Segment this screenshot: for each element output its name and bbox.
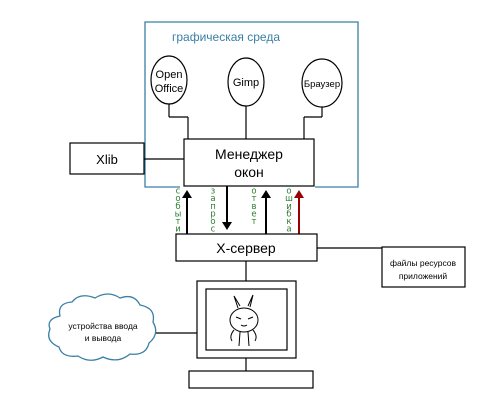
io-devices-label-2: и вывода (85, 333, 122, 343)
app-openoffice-label-1: Open (156, 69, 183, 81)
resource-files-label-1: файлы ресурсов (390, 258, 457, 268)
xlib-label: Xlib (96, 152, 118, 167)
app-openoffice: Open Office (150, 55, 188, 105)
x-server-box: X-сервер (175, 233, 318, 262)
xlib-box: Xlib (69, 142, 145, 175)
resource-files-box: файлы ресурсов приложений (381, 246, 466, 288)
graphical-environment-label: графическая среда (172, 30, 280, 44)
window-manager-label-1: Менеджер (215, 146, 283, 162)
app-browser: Браузер (301, 58, 343, 108)
app-gimp-label: Gimp (233, 77, 259, 89)
x-server-label: X-сервер (216, 240, 276, 256)
window-manager-box: Менеджер окон (183, 138, 315, 187)
io-devices-label-1: устройства ввода (68, 321, 138, 331)
window-manager-label-2: окон (234, 164, 264, 180)
io-devices-cloud: устройства ввода и вывода (48, 293, 157, 361)
graphical-environment-frame (144, 21, 359, 188)
app-browser-label: Браузер (304, 79, 340, 90)
app-gimp: Gimp (227, 57, 265, 107)
resource-files-label-2: приложений (399, 271, 448, 281)
cartoon-character-icon (229, 294, 259, 347)
app-openoffice-label-2: Office (155, 83, 184, 95)
monitor-icon (188, 280, 314, 389)
